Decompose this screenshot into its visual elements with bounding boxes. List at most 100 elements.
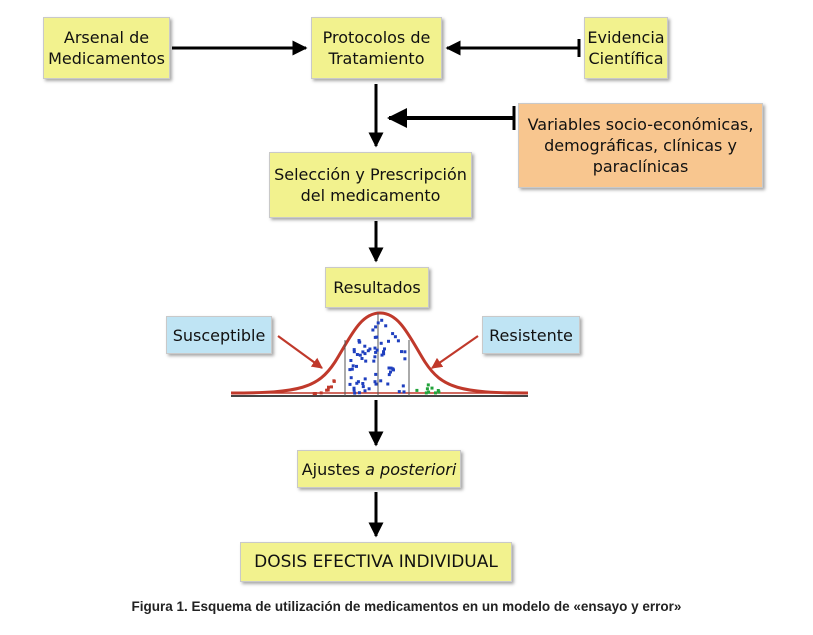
curve-dot [348,382,352,386]
curve-dot [425,387,429,391]
curve-dot [325,388,329,392]
seleccion-box: Selección y Prescripción del medicamento [269,152,472,218]
curve-dot [436,389,440,392]
ajustes-italic: a posteriori [365,459,457,479]
curve-dot [364,359,368,363]
curve-dot [397,390,401,394]
susceptible-label: Susceptible [172,325,266,345]
resultados-box: Resultados [325,267,429,308]
curve-dot [374,372,378,376]
curve-dot [386,382,390,386]
curve-dot [361,385,365,389]
arrow-resistente-pointer [431,335,479,369]
curve-dot [389,366,393,370]
curve-dot [387,373,391,377]
curve-dot [372,359,376,363]
curve-dots [312,318,441,396]
curve-dot [380,318,384,322]
arsenal-line-1: Arsenal de [63,28,150,47]
curve-dot [391,332,395,336]
arsenal-line-2: Medicamentos [48,49,165,68]
curve-dot [351,364,355,368]
curve-dot [349,359,353,362]
curve-dot [415,388,419,392]
curve-dot [350,367,354,371]
curve-dot [427,390,431,394]
curve-dot [384,324,388,328]
curve-dot [349,376,353,380]
seleccion-line-2: del medicamento [300,186,441,205]
arrow-variables-to-flow [387,106,516,130]
resultados-label: Resultados [333,278,421,297]
protocolos-line-1: Protocolos de [322,28,431,47]
curve-dot [358,353,362,357]
curve-dot [363,352,367,356]
curve-dot [366,349,370,353]
curve-dot [391,367,395,371]
curve-dot [367,387,371,391]
dosis-box: DOSIS EFECTIVA INDIVIDUAL [240,542,512,582]
dosis-label: DOSIS EFECTIVA INDIVIDUAL [254,551,498,572]
resistente-box: Resistente [482,316,580,354]
curve-dot [352,386,356,390]
curve-dot [356,380,360,384]
curve-dot [363,377,367,381]
curve-dot [379,341,383,345]
evidencia-box: Evidencia Científica [584,17,668,79]
seleccion-line-1: Selección y Prescripción [274,165,467,184]
curve-dot [382,352,386,356]
ajustes-box: Ajustes a posteriori [297,450,461,488]
susceptible-box: Susceptible [166,316,272,354]
variables-box: Variables socio-económicas, demográficas… [518,103,763,188]
curve-dot [376,321,380,325]
curve-dot [430,386,434,390]
arsenal-box: Arsenal de Medicamentos [43,17,170,79]
curve-dot [361,382,365,385]
curve-dot [387,339,390,343]
curve-dot [360,357,364,360]
ajustes-text: Ajustes [301,459,366,479]
evidencia-line-1: Evidencia [587,28,665,47]
variables-line-2: demográficas, clínicas y [544,136,737,155]
curve-line [230,311,529,395]
curve-dot [400,350,403,354]
curve-dot [312,392,316,396]
curve-dot [352,348,356,352]
curve-dot [327,385,330,389]
arrow-susceptible-pointer [277,335,323,369]
curve-dot [383,347,386,351]
curve-dot [352,388,356,392]
curve-dot [373,380,377,384]
curve-dot [319,391,323,395]
curve-dot [424,391,428,395]
curve-dot [403,350,407,354]
curve-dot [357,391,361,395]
curve-dot [389,370,392,374]
curve-dot [355,381,359,385]
curve-dot [374,350,378,354]
curve-dot [393,335,397,339]
curve-dot [373,346,377,350]
curve-dot [330,385,333,389]
figure-caption: Figura 1. Esquema de utilización de medi… [131,599,682,614]
curve-dot [348,368,352,372]
curve-dot [357,340,361,344]
arrow-evidencia-to-protocolos [445,39,581,57]
curve-dot [353,391,357,395]
curve-dot [379,379,383,383]
curve-dot [355,364,358,368]
curve-dot [326,388,330,392]
curve-dot [363,344,367,348]
protocolos-box: Protocolos de Tratamiento [311,17,442,79]
evidencia-line-2: Científica [588,49,664,68]
curve-dot [332,379,336,383]
curve-dot [380,353,384,357]
curve-dot [374,382,378,386]
curve-dot [426,383,430,387]
ajustes-label: Ajustes a posteriori [302,459,457,480]
curve-dot [375,335,379,339]
bell-curve [230,311,529,397]
curve-dot [403,357,407,361]
variables-line-3: paraclínicas [592,157,689,176]
